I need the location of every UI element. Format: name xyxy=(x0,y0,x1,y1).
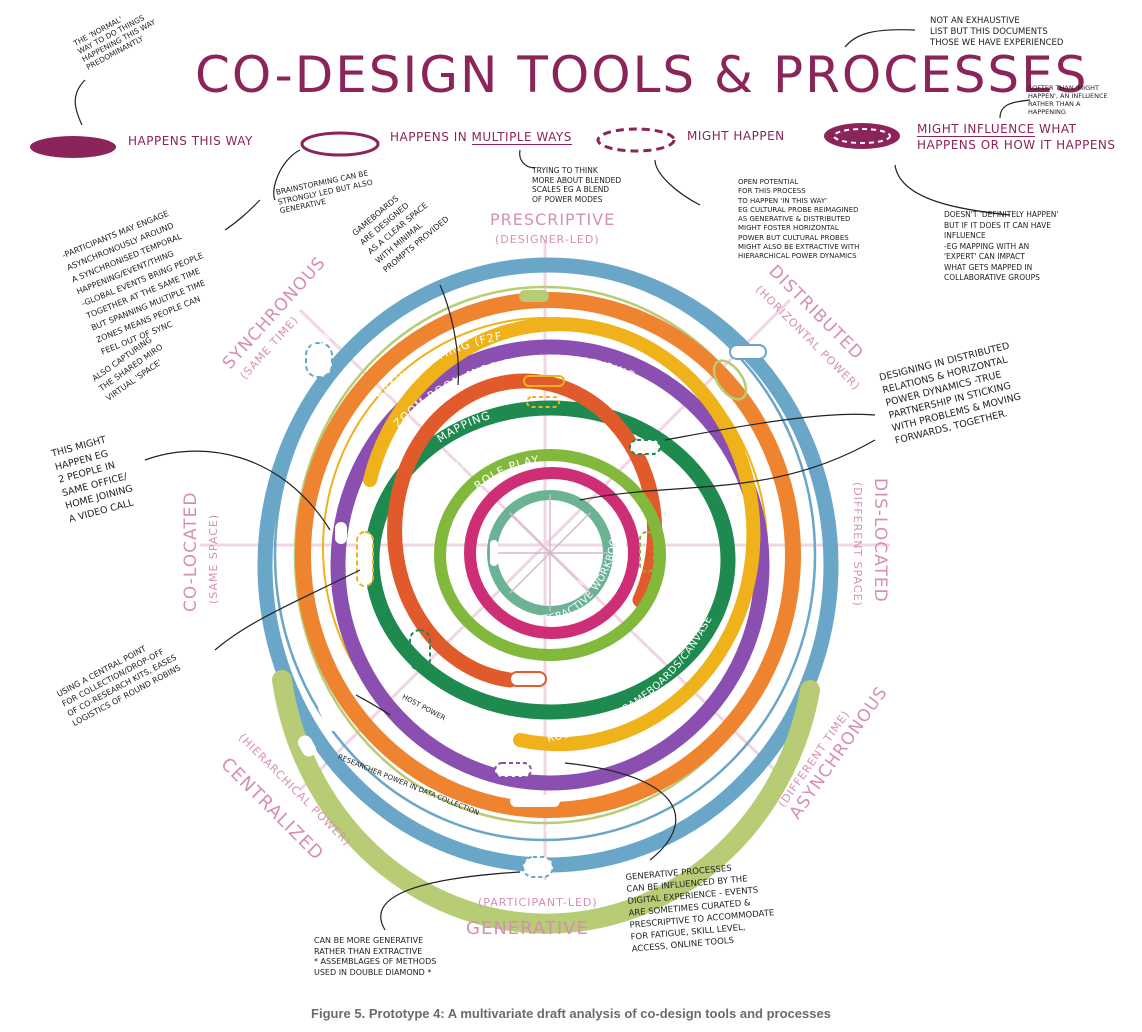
legend-happens-label: HAPPENS THIS WAY xyxy=(128,134,253,148)
figure-caption: Figure 5. Prototype 4: A multivariate dr… xyxy=(311,1006,831,1021)
note-more-generative: CAN BE MORE GENERATIVE RATHER THAN EXTRA… xyxy=(314,936,437,977)
axis-dislocated: DIS-LOCATED xyxy=(870,478,890,603)
ring-brainstorming xyxy=(295,292,801,818)
legend-influence-b: WHAT xyxy=(1039,122,1077,136)
note-trying: TRYING TO THINK MORE ABOUT BLENDED SCALE… xyxy=(532,166,622,204)
note-not-exhaustive: NOT AN EXHAUSTIVE LIST BUT THIS DOCUMENT… xyxy=(930,16,1064,48)
axis-generative-sub: (PARTICIPANT-LED) xyxy=(478,896,598,909)
legend-multiple-prefix: HAPPENS IN xyxy=(390,130,468,144)
axis-colocated-sub: (SAME SPACE) xyxy=(207,514,220,604)
legend-multiple-underlined: MULTIPLE WAYS xyxy=(471,130,572,145)
note-softer: SOFTER THAN 'MIGHT HAPPEN', AN INFLUENCE… xyxy=(1028,84,1108,116)
legend-solid-shape xyxy=(30,136,116,158)
legend-outline-shape xyxy=(300,131,380,157)
ring-marks xyxy=(298,290,767,878)
note-doesnt: DOESN'T 'DEFINITELY HAPPEN' BUT IF IT DO… xyxy=(944,210,1059,282)
axis-prescriptive: PRESCRIPTIVE xyxy=(490,210,615,229)
note-generative-processes: GENERATIVE PROCESSES CAN BE INFLUENCED B… xyxy=(625,863,775,955)
ring-role-play xyxy=(434,449,666,661)
ring-design-games xyxy=(387,373,663,688)
axis-dislocated-sub: (DIFFERENT SPACE) xyxy=(851,482,864,607)
legend-dashed-shape xyxy=(596,127,676,153)
legend-influence-a: MIGHT INFLUENCE xyxy=(917,122,1035,137)
legend-multiple-label: HAPPENS IN MULTIPLE WAYS xyxy=(390,130,572,145)
legend-filled-dashed-shape xyxy=(824,123,900,149)
legend-might-happen-label: MIGHT HAPPEN xyxy=(687,129,785,143)
legend-influence-label: MIGHT INFLUENCE WHAT HAPPENS OR HOW IT H… xyxy=(917,121,1116,153)
legend-influence-c: HAPPENS OR HOW IT HAPPENS xyxy=(917,138,1116,152)
ring-round-robin xyxy=(363,317,761,752)
diagram-title: CO-DESIGN TOOLS & PROCESSES xyxy=(195,46,1089,104)
ring-zoom-miro xyxy=(330,339,770,791)
axis-generative: GENERATIVE xyxy=(466,918,589,939)
axis-prescriptive-sub: (DESIGNER-LED) xyxy=(495,233,600,246)
axis-colocated: CO-LOCATED xyxy=(181,492,201,613)
note-open-potential: OPEN POTENTIAL FOR THIS PROCESS TO HAPPE… xyxy=(738,178,860,261)
annotation-arrows xyxy=(74,29,1031,931)
ring-interactive-workbooks xyxy=(464,467,640,639)
ring-co-design-wall xyxy=(272,670,820,934)
